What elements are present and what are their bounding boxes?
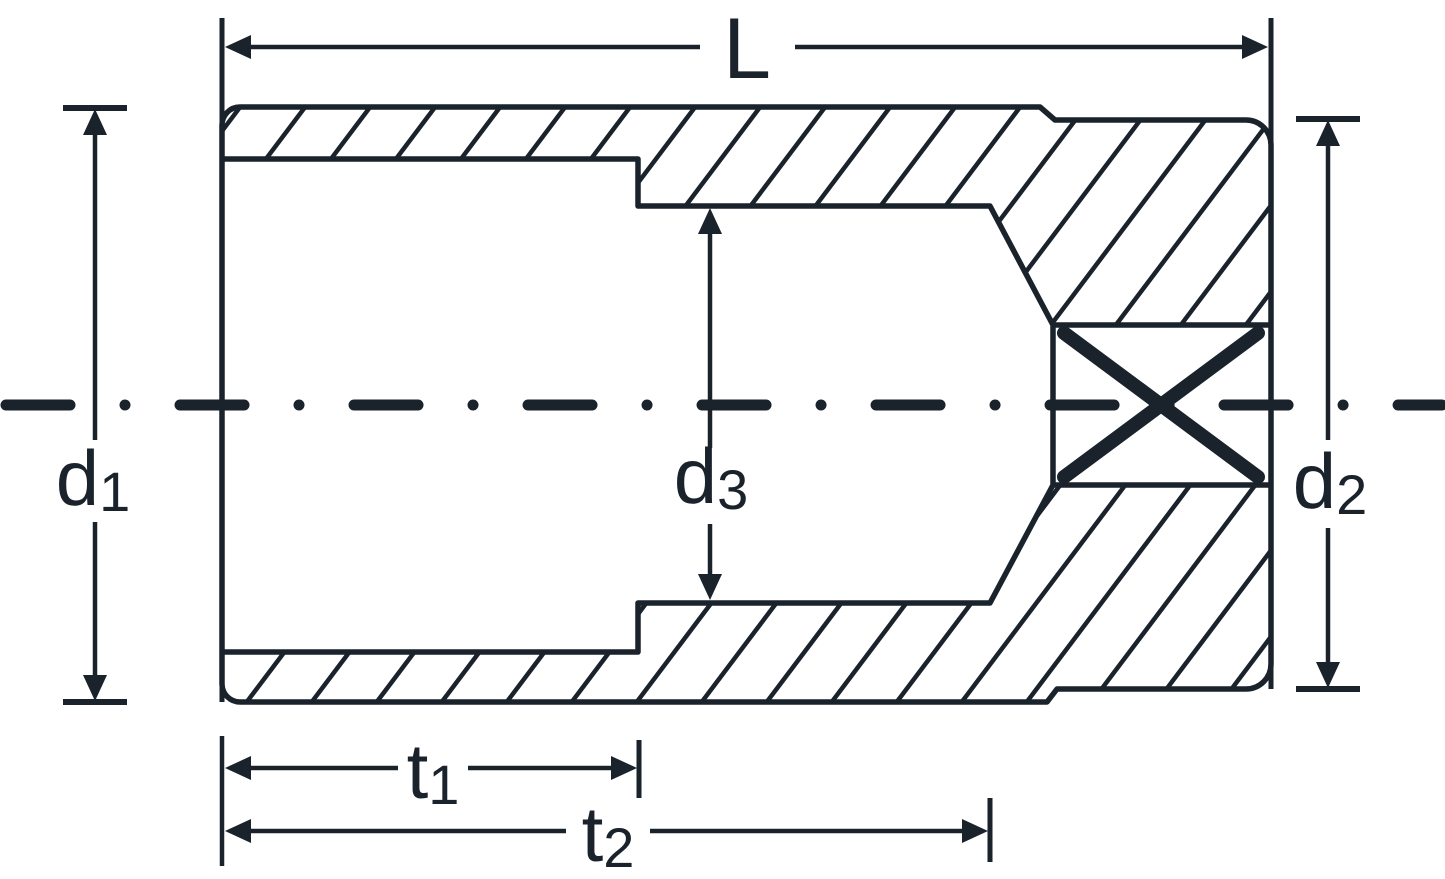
dimension-t1: t1: [219, 727, 642, 866]
square-drive-cross-mark: [1057, 326, 1265, 484]
hatch-line: [222, 107, 343, 702]
hatch-line: [738, 107, 1271, 702]
dimension-d1: d1: [56, 105, 131, 705]
dimension-label-d2: d2: [1293, 437, 1368, 526]
dimension-L: L: [225, 1, 1268, 97]
arrow-right-icon: [1242, 35, 1268, 59]
dimension-t2: t2: [225, 790, 993, 879]
hatch-line: [222, 107, 278, 702]
dimension-label-L: L: [723, 1, 771, 97]
arrow-left-icon: [225, 756, 251, 780]
arrow-up-icon: [83, 109, 107, 135]
arrow-down-icon: [1316, 662, 1340, 688]
arrow-right-icon: [611, 756, 637, 780]
dimension-d3: d3: [674, 208, 749, 600]
hatch-line: [1128, 107, 1271, 702]
hatch-line: [933, 107, 1271, 702]
hatch-line: [673, 107, 1271, 702]
arrow-up-icon: [698, 208, 722, 234]
arrow-down-icon: [83, 675, 107, 701]
hatch-line: [478, 107, 1123, 702]
arrow-left-icon: [225, 35, 251, 59]
dimension-label-d3: d3: [674, 432, 749, 521]
arrow-down-icon: [698, 574, 722, 600]
dimension-label-t2: t2: [582, 790, 635, 879]
hatch-line: [222, 107, 863, 702]
arrow-left-icon: [225, 819, 251, 843]
hatch-line: [1390, 60, 1445, 879]
hatch-line: [283, 107, 928, 702]
dimension-d2: d2: [1293, 116, 1368, 692]
dimension-label-d1: d1: [56, 434, 131, 523]
dimension-label-t1: t1: [407, 727, 460, 816]
arrow-up-icon: [1316, 120, 1340, 146]
arrow-right-icon: [962, 819, 988, 843]
